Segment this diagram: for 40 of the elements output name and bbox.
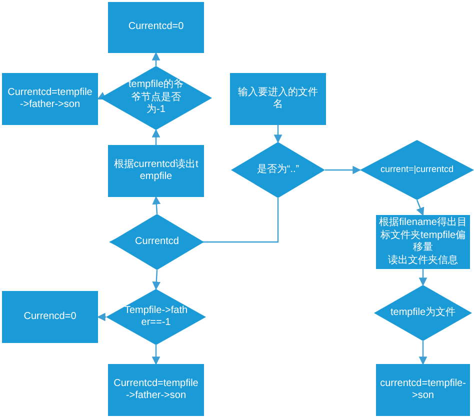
process-box xyxy=(108,2,204,53)
process-box xyxy=(108,145,204,197)
decision-label: Currentcd xyxy=(135,236,179,248)
arrow xyxy=(152,196,161,214)
step-label: 根据currentcd读出tempfile xyxy=(113,158,199,184)
arrow xyxy=(152,52,160,66)
decision-label: tempfile为文件 xyxy=(390,306,456,320)
decision-diamond xyxy=(374,285,472,341)
decision-label: current=|currentcd xyxy=(380,164,454,176)
arrow xyxy=(325,166,362,174)
step-label: 读出文件夹信息 xyxy=(388,254,458,267)
step-label: Currencd=0 xyxy=(24,310,76,324)
arrow xyxy=(97,92,106,100)
arrow xyxy=(416,200,424,216)
arrow xyxy=(152,128,160,145)
process-box xyxy=(108,364,204,416)
decision-label: 是否为“..” xyxy=(256,164,300,176)
decision-diamond xyxy=(106,289,206,345)
step-label: currentcd=tempfile->son xyxy=(380,378,466,402)
process-box xyxy=(2,291,98,343)
step-label: Currentcd=tempfile->father->son xyxy=(7,86,93,112)
arrow xyxy=(152,270,161,290)
process-box xyxy=(376,215,470,269)
decision-diamond xyxy=(100,66,212,130)
step-label: Currentcd=tempfile->father->son xyxy=(113,378,199,402)
step-label: Currentcd=0 xyxy=(128,21,184,34)
process-box xyxy=(230,73,326,125)
arrow xyxy=(418,341,428,366)
arrow xyxy=(96,312,106,322)
arrow xyxy=(418,269,428,286)
arrow xyxy=(152,345,160,366)
process-box xyxy=(2,73,98,125)
decision-diamond xyxy=(231,142,325,198)
step-label: 根据filename得出目标文件夹tempfile偏移量 xyxy=(378,217,468,254)
decision-diamond xyxy=(360,140,474,200)
arrow xyxy=(274,125,282,144)
decision-diamond xyxy=(110,214,204,270)
decision-label: Tempfile->father==-1 xyxy=(123,304,189,330)
step-label: 输入要进入的文件名 xyxy=(237,86,319,112)
process-box xyxy=(376,364,470,416)
